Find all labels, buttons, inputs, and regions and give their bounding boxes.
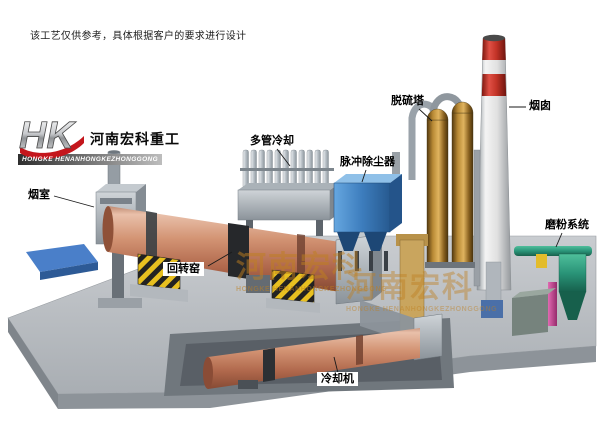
magenta-pipe — [548, 282, 557, 326]
kiln-girth-gear — [228, 223, 249, 279]
logo-company-name: 河南宏科重工 — [90, 131, 180, 147]
kiln-drive-motor — [246, 275, 270, 293]
pulse-dust-collector — [333, 152, 402, 271]
cooling-machine — [203, 313, 443, 389]
multi-tube-cooler — [237, 149, 340, 236]
desulfurization-towers — [408, 93, 475, 268]
label-grinding-system: 磨粉系统 — [545, 219, 589, 231]
label-smoke-chamber: 烟室 — [28, 189, 50, 201]
logo-row: HK 河南宏科重工 — [18, 110, 182, 160]
label-chimney: 烟囱 — [529, 100, 551, 112]
flue-duct — [473, 149, 481, 287]
fan-unit — [481, 300, 503, 318]
logo-red-swoosh-icon — [20, 136, 84, 159]
label-rotary-kiln: 回转窑 — [163, 262, 204, 277]
label-desulfurization-tower: 脱硫塔 — [391, 95, 424, 107]
leader-lines — [53, 106, 563, 374]
chimney — [476, 34, 512, 291]
cyclone — [558, 253, 587, 293]
logo: HK 河南宏科重工 HONGKE HENANHONGKEZHONGGONG — [18, 110, 182, 165]
label-cooling-machine: 冷却机 — [317, 372, 358, 387]
kiln-tyre-ring — [146, 211, 157, 262]
logo-monogram-text: HK — [19, 115, 76, 157]
mill-box — [512, 294, 548, 336]
grinding-system — [481, 246, 592, 336]
cooler-tyre-ring — [263, 348, 275, 382]
rotary-kiln — [102, 206, 340, 313]
logo-hk-monogram: HK — [19, 115, 84, 159]
label-multi-tube-cooler: 多管冷却 — [250, 135, 294, 147]
blue-pad — [26, 244, 98, 272]
logo-subtitle-bar: HONGKE HENANHONGKEZHONGGONG — [18, 154, 163, 165]
label-pulse-dust-collector: 脉冲除尘器 — [340, 156, 395, 168]
kiln-support-hazard-2 — [271, 269, 315, 304]
disclaimer-note: 该工艺仅供参考，具体根据客户的要求进行设计 — [30, 31, 247, 42]
